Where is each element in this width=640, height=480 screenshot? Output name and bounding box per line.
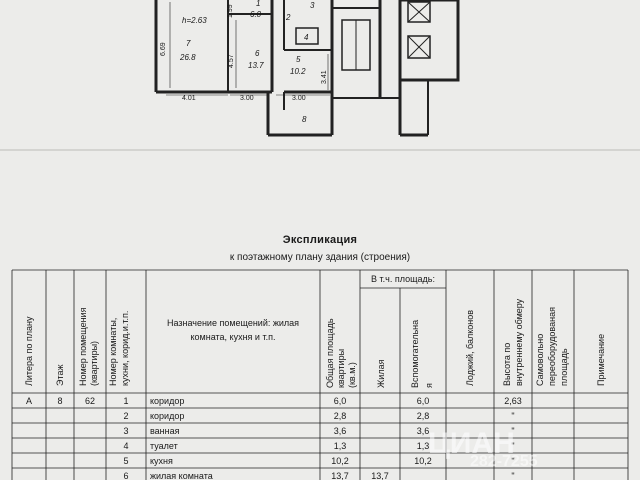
header-nomer-komn-1: Номер комнаты, — [108, 318, 118, 386]
table-cell-total: 2,8 — [334, 411, 347, 421]
header-vspom-tail: я — [424, 383, 434, 388]
room-area: 10.2 — [290, 67, 306, 76]
table-row: 4 туалет 1,3 1,3 " — [123, 441, 514, 451]
header-vysota-1: Высота по — [502, 343, 512, 386]
dimension-label: 3.00 — [240, 95, 254, 102]
room-number: 5 — [296, 55, 301, 64]
table-cell-vsp: 6,0 — [417, 396, 430, 406]
table-cell-vsp: 2,8 — [417, 411, 430, 421]
table-cell-h: " — [511, 441, 514, 451]
table-cell-h: " — [511, 426, 514, 436]
table-cell-vsp: 1,3 — [417, 441, 430, 451]
dimension-label: 3.00 — [292, 95, 306, 102]
table-cell-h: 2,63 — [504, 396, 522, 406]
table-cell-name: туалет — [150, 441, 178, 451]
room-number: 6 — [255, 49, 260, 58]
room-number: 8 — [302, 115, 307, 124]
room-number: 4 — [304, 33, 309, 42]
table-cell-h: " — [511, 471, 514, 480]
room-area: 26.8 — [179, 53, 196, 62]
header-litera: Литера по плану — [24, 316, 34, 386]
table-cell-total: 1,3 — [334, 441, 347, 451]
table-cell-kv: 62 — [85, 396, 95, 406]
header-obshaya-2: квартиры — [336, 349, 346, 388]
table-cell-litera: А — [26, 396, 32, 406]
header-naznach-1: Назначение помещений: жилая — [167, 318, 299, 328]
header-primech: Примечание — [596, 334, 606, 386]
ceiling-height-label: h=2.63 — [182, 16, 207, 25]
watermark-logo: ЦИАН — [428, 427, 515, 460]
room-area: 6.0 — [250, 10, 262, 19]
table-cell-komn: 4 — [123, 441, 128, 451]
header-obshaya-3: (кв.м.) — [347, 362, 357, 388]
table-row: А 8 62 1 коридор 6,0 6,0 2,63 — [26, 396, 522, 406]
header-nomer-komn-2: кухни, корид.и.т.п. — [120, 311, 130, 386]
table-row: 3 ванная 3,6 3,6 " — [123, 426, 514, 436]
table-cell-komn: 1 — [123, 396, 128, 406]
table-cell-total: 10,2 — [331, 456, 349, 466]
explication-table: Литера по плану Этаж Номер помещения (кв… — [11, 269, 629, 480]
room-area: 13.7 — [248, 61, 264, 70]
table-cell-etazh: 8 — [57, 396, 62, 406]
header-vspom: Вспомогательна — [410, 320, 420, 388]
watermark-phone: 282-7255 — [470, 453, 538, 470]
header-obshaya-1: Общая площадь — [325, 318, 335, 388]
dimension-label: 4.57 — [228, 54, 235, 68]
plan-walls — [154, 0, 460, 137]
table-cell-komn: 5 — [123, 456, 128, 466]
header-lodzhii: Лоджий, балконов — [465, 310, 475, 386]
table-cell-name: жилая комната — [150, 471, 213, 480]
table-body: А 8 62 1 коридор 6,0 6,0 2,63 2 коридор 2,8 2,8 " 3 ва… — [26, 396, 522, 480]
table-cell-name: ванная — [150, 426, 180, 436]
header-zhilaya: Жилая — [376, 359, 386, 388]
table-cell-name: кухня — [150, 456, 173, 466]
room-number: 1 — [256, 0, 260, 8]
explication-title: Экспликация — [282, 234, 358, 246]
header-vtch: В т.ч. площадь: — [371, 274, 435, 284]
table-row: 2 коридор 2,8 2,8 " — [123, 411, 514, 421]
table-cell-h: " — [511, 456, 514, 466]
explication-subtitle: к поэтажному плану здания (строения) — [229, 252, 411, 263]
table-cell-vsp: 10,2 — [414, 456, 432, 466]
header-etazh: Этаж — [55, 364, 65, 386]
table-cell-name: коридор — [150, 396, 184, 406]
table-row: 6 жилая комната 13,7 13,7 " — [123, 471, 514, 480]
header-nomer-kv-1: Номер помещения — [78, 307, 88, 386]
header-samovol-3: площадь — [559, 348, 569, 386]
table-cell-zhil: 13,7 — [371, 471, 389, 480]
header-naznach-2: комната, кухня и т.п. — [191, 332, 276, 342]
dimension-label: 3.41 — [321, 70, 328, 84]
table-cell-total: 6,0 — [334, 396, 347, 406]
room-number: 2 — [285, 13, 291, 22]
floor-plan: h=2.63 7 26.8 6 13.7 5 10.2 1 6.0 2 4 3 … — [0, 0, 640, 151]
room-number: 7 — [186, 39, 191, 48]
table-row: 5 кухня 10,2 10,2 " — [123, 456, 514, 466]
table-cell-total: 13,7 — [331, 471, 349, 480]
header-samovol-2: переоборудованая — [547, 307, 557, 386]
dimension-label: 4.01 — [182, 95, 196, 102]
table-cell-komn: 6 — [123, 471, 128, 480]
header-samovol-1: Самовольно — [535, 334, 545, 386]
table-cell-total: 3,6 — [334, 426, 347, 436]
dimension-label: 6.69 — [160, 42, 167, 56]
table-grid — [11, 269, 629, 480]
dimension-label: 1.99 — [227, 4, 234, 18]
header-vysota-2: внутреннему обмеру — [514, 298, 524, 386]
room-number: 3 — [310, 1, 315, 10]
header-nomer-kv-2: (квартиры) — [89, 341, 99, 386]
table-cell-name: коридор — [150, 411, 184, 421]
table-cell-komn: 2 — [123, 411, 128, 421]
table-cell-komn: 3 — [123, 426, 128, 436]
table-cell-vsp: 3,6 — [417, 426, 430, 436]
table-cell-h: " — [511, 411, 514, 421]
